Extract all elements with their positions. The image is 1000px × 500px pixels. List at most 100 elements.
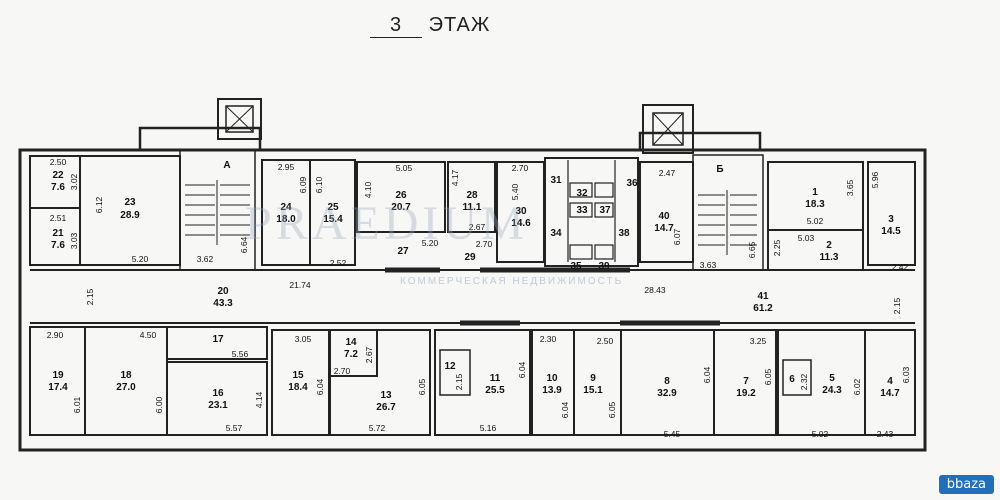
room-26-area: 20.7 bbox=[391, 202, 411, 213]
dim: 2.70 bbox=[334, 366, 351, 376]
dim: 5.72 bbox=[369, 423, 386, 433]
dim: 5.40 bbox=[510, 183, 520, 200]
room-19-area: 17.4 bbox=[48, 382, 68, 393]
dim: 3.62 bbox=[197, 254, 214, 264]
dim: 21.74 bbox=[289, 280, 311, 290]
dim: 6.05 bbox=[607, 401, 617, 418]
room-7-num: 7 bbox=[743, 376, 749, 387]
stair-a-box bbox=[179, 149, 256, 271]
dim: 3.63 bbox=[700, 260, 717, 270]
dim: 6.03 bbox=[901, 366, 911, 383]
room-6-num: 6 bbox=[789, 374, 795, 385]
dim: 2.32 bbox=[799, 373, 809, 390]
dim: 2.15 bbox=[892, 297, 902, 314]
dim: 5.02 bbox=[807, 216, 824, 226]
floor-title: 3 ЭТАЖ bbox=[370, 14, 490, 38]
dim: 3.02 bbox=[69, 173, 79, 190]
room-40-area: 14.7 bbox=[654, 223, 674, 234]
room-7-area: 19.2 bbox=[736, 388, 756, 399]
room-41-num: 41 bbox=[757, 291, 769, 302]
room-38-num: 38 bbox=[618, 228, 630, 239]
dim: 6.02 bbox=[852, 378, 862, 395]
room-23-area: 28.9 bbox=[120, 210, 140, 221]
dim: 6.00 bbox=[154, 396, 164, 413]
dim: 5.96 bbox=[870, 171, 880, 188]
dim: 2.30 bbox=[540, 334, 557, 344]
dim: 6.05 bbox=[417, 378, 427, 395]
dim: 2.90 bbox=[47, 330, 64, 340]
dim: 6.04 bbox=[560, 401, 570, 418]
dim: 3.65 bbox=[845, 179, 855, 196]
room-5-area: 24.3 bbox=[822, 385, 842, 396]
shaft-left bbox=[217, 98, 262, 140]
dim: 2.47 bbox=[659, 168, 676, 178]
room-5-num: 5 bbox=[829, 373, 835, 384]
room-13-area: 26.7 bbox=[376, 402, 396, 413]
dim: 2.51 bbox=[50, 213, 67, 223]
room-22-area: 7.6 bbox=[51, 182, 65, 193]
room-25-area: 15.4 bbox=[323, 214, 343, 225]
dim: 4.50 bbox=[140, 330, 157, 340]
dim: 2.15 bbox=[85, 288, 95, 305]
room-9-area: 15.1 bbox=[583, 385, 603, 396]
dim: 4.10 bbox=[363, 181, 373, 198]
dim: 5.02 bbox=[812, 429, 829, 439]
dim: 2.50 bbox=[597, 336, 614, 346]
stair-b-label: Б bbox=[716, 164, 723, 175]
room-10-area: 13.9 bbox=[542, 385, 562, 396]
room-2-area: 11.3 bbox=[820, 252, 839, 263]
room-8-area: 32.9 bbox=[657, 388, 677, 399]
room-39-num: 39 bbox=[598, 261, 610, 272]
floor-word: ЭТАЖ bbox=[428, 14, 491, 36]
floor-number: 3 bbox=[370, 14, 422, 38]
room-24-num: 24 bbox=[280, 202, 292, 213]
dim: 2.52 bbox=[330, 258, 347, 268]
room-25-num: 25 bbox=[327, 202, 339, 213]
room-21-area: 7.6 bbox=[51, 240, 65, 251]
room-28-num: 28 bbox=[466, 190, 478, 201]
room-29-num: 29 bbox=[464, 252, 476, 263]
dim: 6.10 bbox=[314, 176, 324, 193]
room-40-num: 40 bbox=[658, 211, 670, 222]
room-20-num: 20 bbox=[217, 286, 229, 297]
room-16-num: 16 bbox=[212, 388, 224, 399]
room-23-num: 23 bbox=[124, 197, 136, 208]
room-1-num: 1 bbox=[812, 187, 818, 198]
dim: 2.15 bbox=[454, 373, 464, 390]
dim: 5.20 bbox=[422, 238, 439, 248]
dim: 2.50 bbox=[50, 157, 67, 167]
room-11-area: 25.5 bbox=[485, 385, 505, 396]
dim: 2.25 bbox=[772, 239, 782, 256]
top-projection-right bbox=[638, 131, 762, 150]
room-16-area: 23.1 bbox=[208, 400, 228, 411]
dim: 5.56 bbox=[232, 349, 249, 359]
shaft-right bbox=[642, 104, 694, 154]
room-30-num: 30 bbox=[515, 206, 527, 217]
room-12-num: 12 bbox=[444, 361, 456, 372]
dim: 2.43 bbox=[877, 429, 894, 439]
dim: 5.57 bbox=[226, 423, 243, 433]
dim: 2.67 bbox=[364, 346, 374, 363]
room-27-num: 27 bbox=[397, 246, 409, 257]
room-11-num: 11 bbox=[490, 373, 501, 384]
outer-wall bbox=[18, 148, 927, 452]
dim: 5.20 bbox=[132, 254, 149, 264]
dim: 3.03 bbox=[69, 232, 79, 249]
dim: 5.05 bbox=[396, 163, 413, 173]
room-15-area: 18.4 bbox=[288, 382, 308, 393]
dim: 6.05 bbox=[763, 368, 773, 385]
room-1-area: 18.3 bbox=[805, 199, 825, 210]
dim: 4.14 bbox=[254, 391, 264, 408]
room-24-area: 18.0 bbox=[276, 214, 296, 225]
dim: 2.42 bbox=[892, 262, 909, 272]
dim: 6.04 bbox=[517, 361, 527, 378]
dim: 2.95 bbox=[278, 162, 295, 172]
room-18-area: 27.0 bbox=[116, 382, 136, 393]
dim: 2.67 bbox=[469, 222, 486, 232]
room-15-num: 15 bbox=[292, 370, 304, 381]
room-35-num: 35 bbox=[570, 261, 582, 272]
stair-b-box bbox=[692, 154, 764, 271]
room-19-num: 19 bbox=[52, 370, 64, 381]
room-33-num: 33 bbox=[576, 205, 588, 216]
